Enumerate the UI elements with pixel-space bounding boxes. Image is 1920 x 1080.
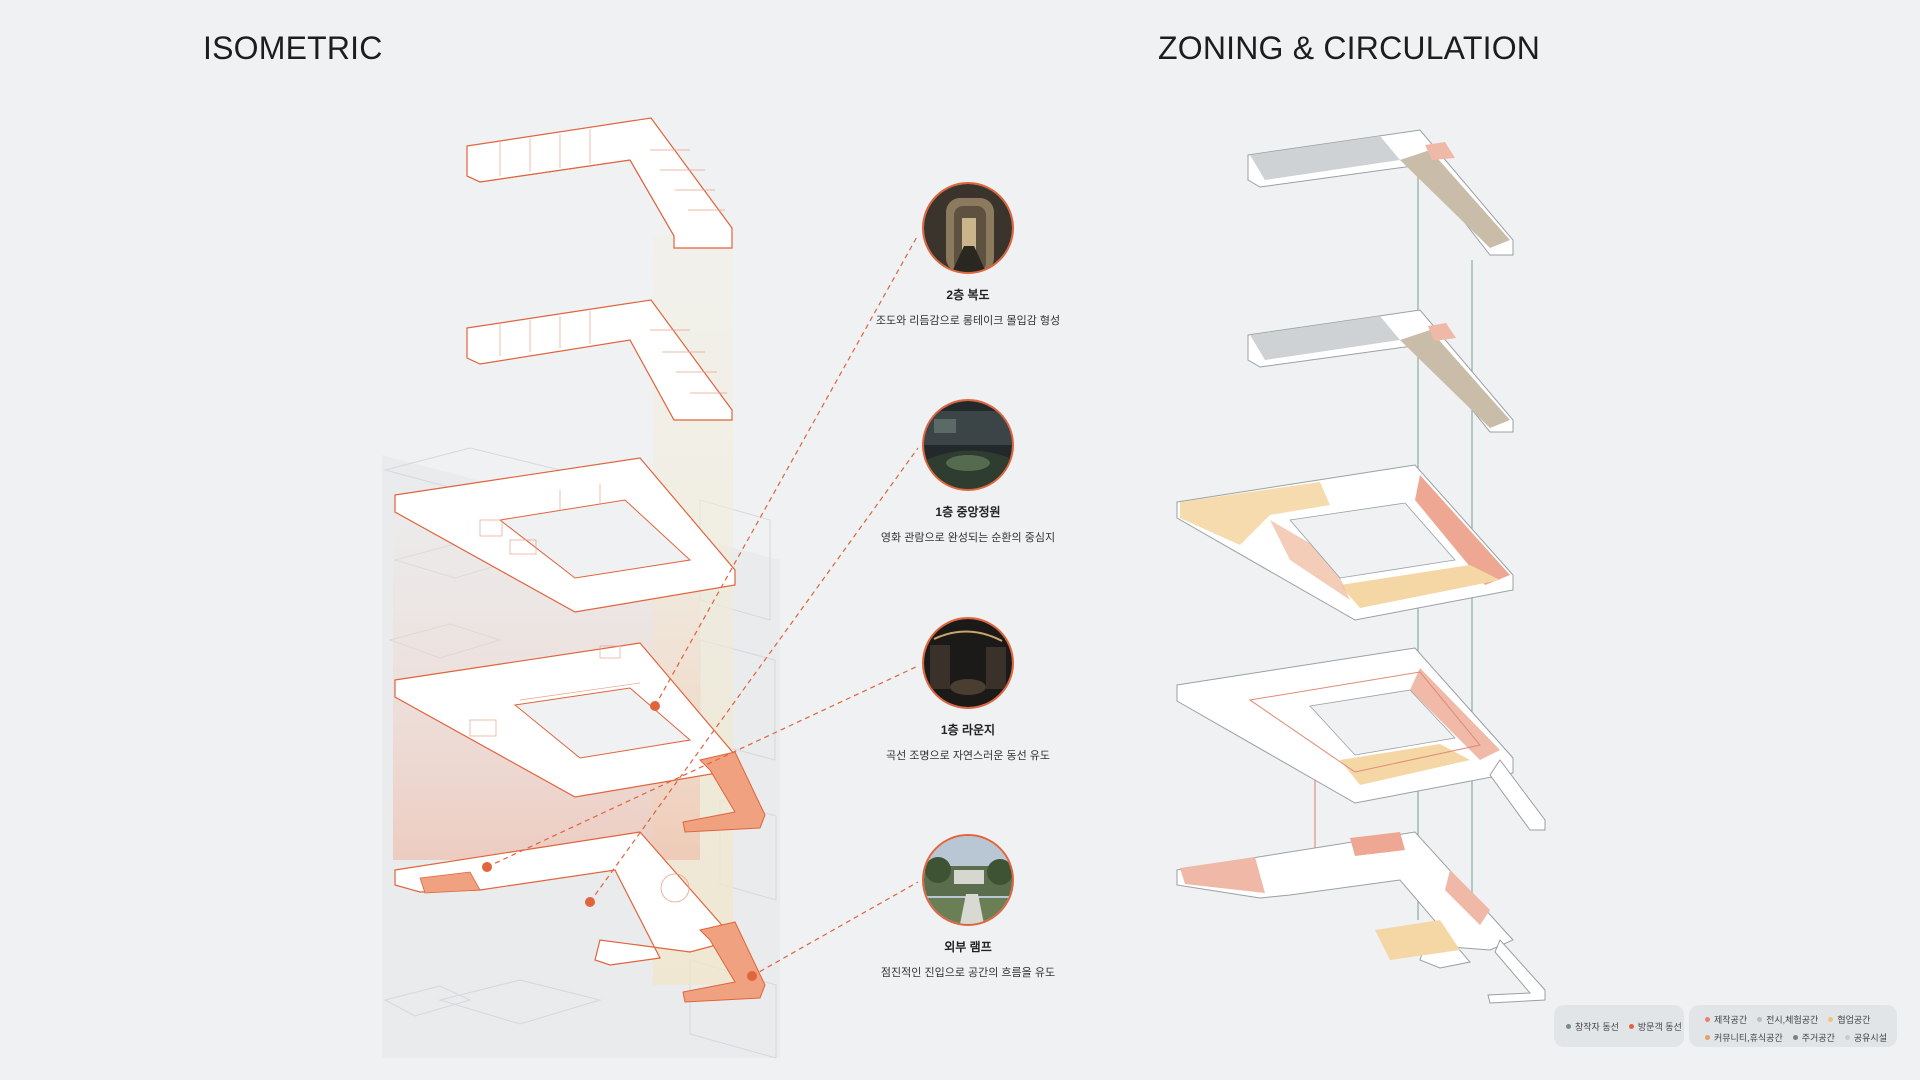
exhibition-dot-icon: [1757, 1017, 1763, 1022]
legend-label: 커뮤니티,휴식공간: [1714, 1033, 1783, 1043]
callout-courtyard-title: 1층 중앙정원: [935, 505, 1001, 519]
lounge-photo: [922, 617, 1014, 709]
callout-lounge-desc: 곡선 조명으로 자연스러운 동선 유도: [885, 750, 1051, 762]
residential-dot-icon: [1792, 1035, 1798, 1040]
legend-item-community: 커뮤니티,휴식공간: [1705, 1031, 1783, 1044]
ramp-lower: [682, 921, 766, 1003]
legend-label: 제작공간: [1714, 1015, 1748, 1025]
creator-flow-dot-icon: [1566, 1023, 1571, 1029]
callout-lounge-title: 1층 라운지: [940, 723, 996, 737]
legend-item-production: 제작공간: [1705, 1013, 1747, 1026]
legend-circulation: 창작자 동선 방문객 동선: [1554, 1005, 1684, 1047]
community-dot-icon: [1705, 1035, 1710, 1040]
zone-floor-1: [1176, 831, 1546, 1004]
zone-floor-2: [1176, 647, 1546, 831]
legend-zones: 제작공간 전시,체험공간 협업공간 커뮤니티,휴식공간 주거공간 공유시설: [1689, 1005, 1897, 1047]
callout-ramp-title: 외부 램프: [944, 940, 992, 954]
collaboration-dot-icon: [1828, 1017, 1834, 1022]
zoning-circulation-heading: ZONING & CIRCULATION: [1158, 30, 1541, 66]
legend-label: 공유시설: [1853, 1033, 1887, 1043]
iso-floor-3: [394, 457, 736, 613]
callout-leaders: [486, 234, 919, 977]
legend-item-residential: 주거공간: [1792, 1031, 1835, 1044]
legend-item-creator-flow: 창작자 동선: [1566, 1020, 1619, 1033]
callout-corridor: 2층 복도 조도와 리듬감으로 롱테이크 몰입감 형성: [848, 182, 1088, 328]
zone-floor-5: [1247, 129, 1514, 256]
callout-lounge: 1층 라운지 곡선 조명으로 자연스러운 동선 유도: [848, 617, 1088, 763]
ramp-photo: [922, 834, 1014, 926]
callout-ramp: 외부 램프 점진적인 진입으로 공간의 흐름을 유도: [848, 834, 1088, 980]
visitor-flow-dot-icon: [1628, 1023, 1634, 1029]
legend-item-shared: 공유시설: [1844, 1031, 1887, 1044]
callout-courtyard-desc: 영화 관람으로 완성되는 순환의 중심지: [880, 532, 1056, 544]
iso-floor-2: [394, 642, 736, 798]
shared-dot-icon: [1844, 1035, 1850, 1040]
legend-label: 협업공간: [1837, 1015, 1871, 1025]
zone-floor-3: [1176, 464, 1514, 621]
iso-floor-5: [466, 117, 733, 249]
callout-courtyard: 1층 중앙정원 영화 관람으로 완성되는 순환의 중심지: [848, 399, 1088, 545]
callout-corridor-desc: 조도와 리듬감으로 롱테이크 몰입감 형성: [875, 315, 1061, 327]
courtyard-photo: [922, 399, 1014, 491]
legend-item-collaboration: 협업공간: [1828, 1013, 1870, 1026]
ramp-upper: [682, 751, 766, 833]
legend-label: 주거공간: [1801, 1033, 1835, 1043]
isometric-heading: ISOMETRIC: [203, 30, 383, 66]
zone-floor-4: [1247, 309, 1514, 433]
legend-item-visitor-flow: 방문객 동선: [1628, 1020, 1682, 1033]
callout-dots: [482, 701, 757, 981]
iso-floor-4: [466, 299, 733, 421]
legend-label: 전시,체험공간: [1766, 1015, 1819, 1025]
legend-label: 창작자 동선: [1575, 1021, 1619, 1032]
corridor-photo: [922, 182, 1014, 274]
callout-corridor-title: 2층 복도: [946, 288, 990, 302]
legend-label: 방문객 동선: [1637, 1021, 1682, 1032]
callout-ramp-desc: 점진적인 진입으로 공간의 흐름을 유도: [880, 967, 1056, 979]
production-dot-icon: [1705, 1017, 1710, 1022]
legend-item-exhibition: 전시,체험공간: [1757, 1013, 1818, 1026]
